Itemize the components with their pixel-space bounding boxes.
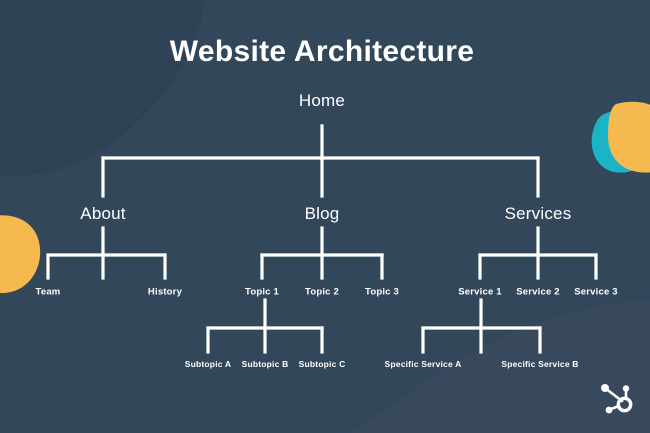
node-topic-1[interactable]: Topic 1 bbox=[245, 286, 279, 298]
node-history[interactable]: History bbox=[147, 286, 183, 298]
node-service-3[interactable]: Service 3 bbox=[574, 286, 618, 298]
node-team[interactable]: Team bbox=[35, 286, 61, 298]
node-about[interactable]: About bbox=[80, 204, 126, 223]
node-service-1[interactable]: Service 1 bbox=[458, 286, 502, 298]
node-blog[interactable]: Blog bbox=[304, 204, 340, 223]
node-home[interactable]: Home bbox=[298, 91, 346, 110]
node-services[interactable]: Services bbox=[504, 204, 572, 223]
node-topic-2[interactable]: Topic 2 bbox=[305, 286, 339, 298]
node-service-2[interactable]: Service 2 bbox=[516, 286, 560, 298]
node-subtopic-a[interactable]: Subtopic A bbox=[184, 359, 232, 369]
page-title: Website Architecture bbox=[169, 35, 475, 68]
node-subtopic-c[interactable]: Subtopic C bbox=[298, 359, 346, 369]
node-topic-3[interactable]: Topic 3 bbox=[365, 286, 399, 298]
node-subtopic-b[interactable]: Subtopic B bbox=[241, 359, 289, 369]
node-specific-service-a[interactable]: Specific Service A bbox=[384, 359, 462, 369]
hubspot-sprocket-icon bbox=[596, 379, 636, 419]
node-specific-service-b[interactable]: Specific Service B bbox=[501, 359, 579, 369]
